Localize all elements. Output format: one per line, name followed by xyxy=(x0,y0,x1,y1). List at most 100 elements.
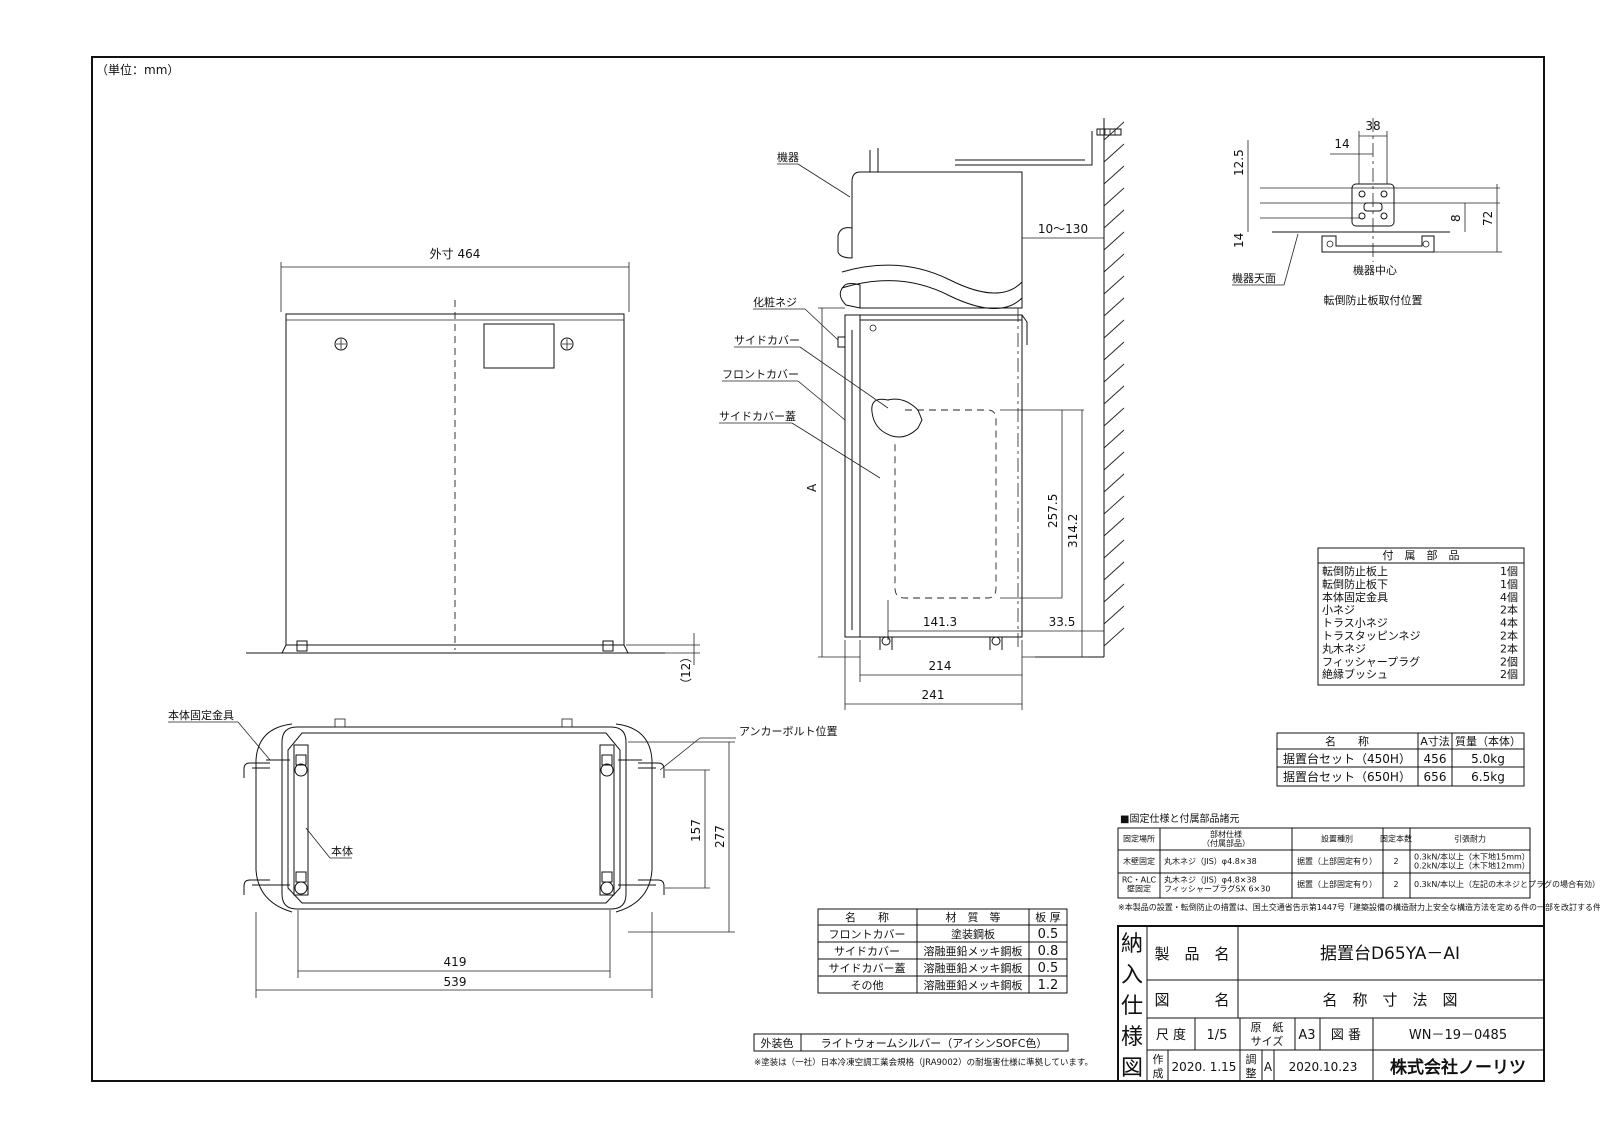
dimension-257-5: 257.5 xyxy=(1046,494,1060,528)
fixing-spec-table: ■固定仕様と付属部品諸元 固定場所部材仕様（付属部品）設置種別固定本数引張耐力木… xyxy=(1117,812,1600,912)
model-header: A寸法 xyxy=(1420,734,1450,748)
created-label-2: 成 xyxy=(1153,1067,1164,1080)
spec-header: 設置種別 xyxy=(1321,834,1353,844)
unit-center-label: 機器中心 xyxy=(1353,263,1397,277)
revision-mark: A xyxy=(1264,1060,1273,1074)
product-name-label: 製 品 名 xyxy=(1154,945,1229,963)
dimension-539: 539 xyxy=(444,975,467,989)
cosmetic-screw-label: 化粧ネジ xyxy=(753,295,797,309)
spec-cell: 0.3kN/本以上（左記の木ネジとプラグの場合有効） xyxy=(1414,879,1600,889)
detail-caption: 転倒防止板取付位置 xyxy=(1324,293,1423,307)
front-width-dimension: 外寸 464 xyxy=(430,247,481,261)
detail-dimension-38: 38 xyxy=(1365,119,1380,133)
material-cell: サイドカバー xyxy=(834,945,900,958)
model-cell: 456 xyxy=(1424,752,1447,766)
anchor-bolt-label: アンカーボルト位置 xyxy=(739,724,838,738)
accessory-name: 転倒防止板下 xyxy=(1322,577,1388,591)
side-cover-lid-label: サイドカバー蓋 xyxy=(719,410,796,423)
models-table: 名 称 A寸法質量（本体） 据置台セット（450H） 456 5.0kg 据置台セット（6… xyxy=(1276,732,1525,787)
detail-dimension-72: 72 xyxy=(1481,211,1495,226)
accessory-qty: 2本 xyxy=(1500,603,1518,617)
revised-date: 2020.10.23 xyxy=(1289,1060,1358,1074)
material-cell: 0.5 xyxy=(1038,961,1059,976)
accessory-qty: 1個 xyxy=(1500,578,1518,591)
unit-top-label: 機器天面 xyxy=(1232,271,1276,285)
fixing-bracket-label: 本体固定金具 xyxy=(168,708,234,722)
title-block: 納 入 仕 様 図 製 品 名 据置台D65YA－AI 図 名 名 称 寸 法 … xyxy=(1117,925,1545,1082)
spec-cell: 2 xyxy=(1393,880,1398,889)
front-view: 外寸 464 （12） xyxy=(246,247,700,690)
plan-view: 本体固定金具 アンカーボルト位置 本体 157 277 419 539 xyxy=(168,708,838,998)
side-label-2: 入 xyxy=(1121,963,1143,988)
model-header: 名 称 xyxy=(1325,734,1369,748)
spec-header: 固定本数 xyxy=(1380,834,1412,844)
dimension-214: 214 xyxy=(929,659,952,673)
detail-dimension-8: 8 xyxy=(1449,214,1463,222)
material-header: 名 称 xyxy=(845,910,889,924)
fixing-spec-note: ※本製品の設置・転倒防止の措置は、国土交通省告示第1447号「建築設備の構造耐力… xyxy=(1118,902,1600,912)
material-cell: 塗装鋼板 xyxy=(951,927,995,941)
material-header: 板 厚 xyxy=(1035,910,1061,924)
model-header: 質量（本体） xyxy=(1455,734,1521,748)
model-cell: 656 xyxy=(1424,770,1447,784)
side-label-5: 図 xyxy=(1121,1056,1143,1081)
accessory-name: フィッシャープラグ xyxy=(1322,654,1420,668)
material-cell: 溶融亜鉛メッキ鋼板 xyxy=(924,944,1023,958)
dimension-141-3: 141.3 xyxy=(923,615,957,629)
dimension-241: 241 xyxy=(922,688,945,702)
accessory-name: 本体固定金具 xyxy=(1322,590,1388,604)
accessory-name: トラス小ネジ xyxy=(1322,617,1388,630)
accessory-qty: 2個 xyxy=(1500,668,1518,681)
product-name-value: 据置台D65YA－AI xyxy=(1320,944,1460,964)
accessory-name: トラスタッピンネジ xyxy=(1322,630,1421,643)
unit-label: （単位：mm） xyxy=(96,62,179,77)
dimension-157: 157 xyxy=(689,819,703,842)
front-cover-label: フロントカバー xyxy=(722,368,799,381)
fixing-spec-title: ■固定仕様と付属部品諸元 xyxy=(1120,812,1239,825)
accessory-qty: 4本 xyxy=(1500,616,1518,630)
spec-cell: 据置（上部固定有り） xyxy=(1297,856,1377,866)
detail-view: 38 14 12.5 14 8 72 機器天面 機器中心 転倒防止板取付位置 xyxy=(1232,118,1502,307)
dimension-314-2: 314.2 xyxy=(1066,514,1080,548)
accessory-qty: 4個 xyxy=(1500,591,1518,604)
accessory-qty: 1個 xyxy=(1500,565,1518,578)
accessory-qty: 2本 xyxy=(1500,641,1518,655)
drawing-number-label: 図 番 xyxy=(1331,1028,1361,1043)
material-cell: 溶融亜鉛メッキ鋼板 xyxy=(924,978,1023,992)
created-date: 2020. 1.15 xyxy=(1172,1060,1237,1074)
created-label-1: 作 xyxy=(1153,1053,1164,1066)
dimension-33-5: 33.5 xyxy=(1049,615,1076,629)
side-cover-label: サイドカバー xyxy=(734,334,800,347)
spec-cell: 0.3kN/本以上（木下地15mm）0.2kN/本以上（木下地12mm） xyxy=(1414,852,1530,871)
gap-dimension: 10～130 xyxy=(1038,222,1088,236)
model-cell: 据置台セット（650H） xyxy=(1283,769,1411,784)
material-cell: その他 xyxy=(851,979,884,992)
paper-size-value: A3 xyxy=(1298,1028,1315,1043)
accessory-name: 絶縁ブッシュ xyxy=(1322,667,1388,681)
dimension-277: 277 xyxy=(713,825,727,848)
spec-header: 固定場所 xyxy=(1123,834,1155,844)
side-label-1: 納 xyxy=(1121,932,1143,957)
exterior-color: 外装色 ライトウォームシルバー（アイシンSOFC色） ※塗装は（一社）日本冷凍空… xyxy=(753,1033,1093,1068)
drawing-number-value: WN－19－0485 xyxy=(1409,1028,1507,1043)
material-cell: サイドカバー蓋 xyxy=(829,962,906,975)
detail-dimension-12-5: 12.5 xyxy=(1232,149,1246,176)
drawing-border xyxy=(91,56,1545,1082)
model-cell: 5.0kg xyxy=(1471,752,1505,766)
dimension-a: A xyxy=(805,483,819,492)
spec-cell: 据置（上部固定有り） xyxy=(1297,879,1377,889)
side-view: 10～130 A 257.5 314.2 141.3 33.5 xyxy=(719,118,1125,710)
side-label-3: 仕 xyxy=(1121,994,1143,1019)
spec-cell: 丸木ネジ（JIS）φ4.8×38 xyxy=(1164,856,1257,866)
accessory-qty: 2個 xyxy=(1500,655,1518,668)
exterior-color-note: ※塗装は（一社）日本冷凍空調工業会規格（JRA9002）の耐塩害仕様に準拠してい… xyxy=(754,1057,1093,1068)
appliance-label: 機器 xyxy=(777,150,799,164)
spec-header: 部材仕様（付属部品） xyxy=(1202,829,1250,848)
model-cell: 据置台セット（450H） xyxy=(1283,751,1411,766)
detail-dimension-14-left: 14 xyxy=(1232,233,1246,248)
